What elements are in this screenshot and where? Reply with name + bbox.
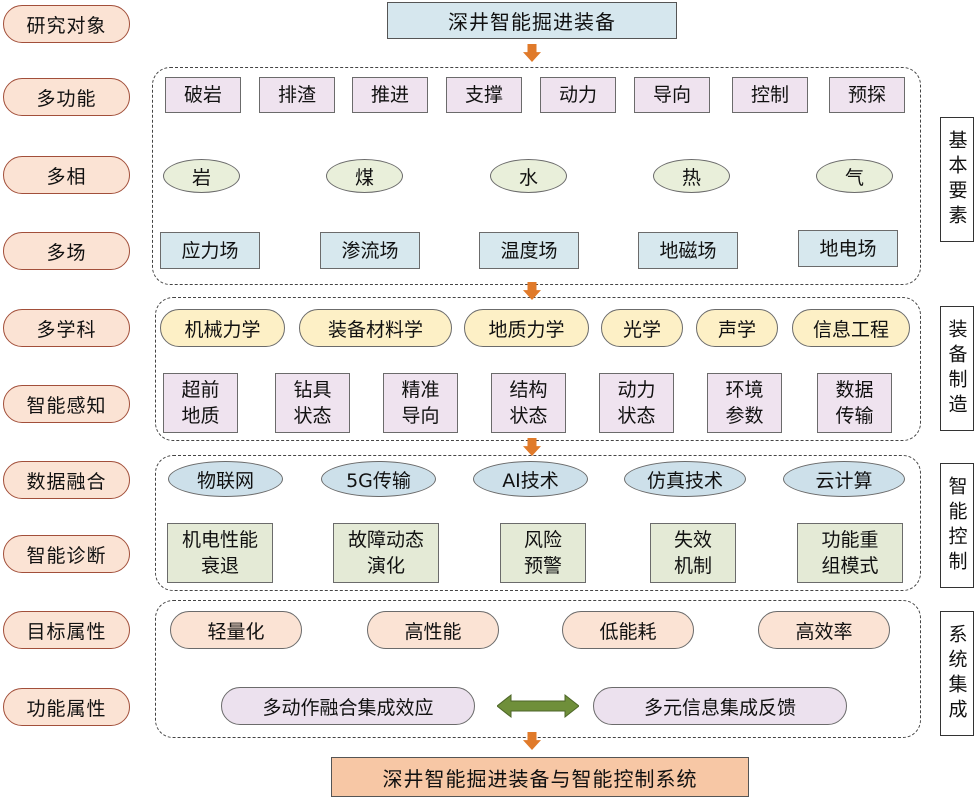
fusion-simulation: 仿真技术	[624, 461, 746, 497]
top-title: 深井智能掘进装备	[387, 2, 677, 39]
diagnosis-line: 衰退	[200, 555, 239, 577]
fusion-cloud: 云计算	[783, 461, 905, 497]
discipline-geomechanics: 地质力学	[464, 309, 589, 347]
diagnosis-fault-evolution: 故障动态演化	[333, 523, 439, 583]
sensing-drill-status: 钻具状态	[275, 373, 350, 433]
field-geomagnetic: 地磁场	[638, 232, 738, 269]
left-label-multi-discipline: 多学科	[3, 309, 130, 347]
right-label-equipment-manufacturing: 装备制造	[940, 306, 974, 431]
target-high-efficiency: 高效率	[758, 611, 890, 649]
diagnosis-risk-warning: 风险预警	[500, 523, 586, 583]
function-muck-removal: 排渣	[259, 77, 335, 113]
diagnosis-line: 功能重	[821, 529, 879, 551]
sensing-line: 状态	[293, 405, 332, 427]
diagnosis-line: 机电性能	[181, 529, 258, 551]
discipline-information-engineering: 信息工程	[792, 309, 910, 347]
discipline-optics: 光学	[601, 309, 683, 347]
diagnosis-line: 组模式	[821, 555, 879, 577]
function-propulsion: 推进	[352, 77, 428, 113]
phase-heat: 热	[653, 159, 730, 193]
diagnosis-line: 风险	[523, 529, 562, 551]
left-label-data-fusion: 数据融合	[3, 461, 130, 499]
sensing-line: 结构	[509, 379, 548, 401]
discipline-equipment-materials: 装备材料学	[299, 309, 452, 347]
sensing-line: 传输	[835, 405, 874, 427]
target-lightweight: 轻量化	[170, 611, 302, 649]
sensing-environment-params: 环境参数	[707, 373, 782, 433]
field-seepage: 渗流场	[320, 232, 420, 269]
field-stress: 应力场	[160, 232, 260, 269]
right-label-intelligent-control: 智能控制	[940, 463, 974, 588]
sensing-structure-status: 结构状态	[491, 373, 566, 433]
sensing-precise-guidance: 精准导向	[383, 373, 458, 433]
left-label-function-attributes: 功能属性	[3, 688, 130, 726]
group-intelligent-control	[155, 455, 921, 591]
left-label-multi-field: 多场	[3, 232, 130, 270]
sensing-line: 环境	[725, 379, 764, 401]
function-pre-exploration: 预探	[829, 77, 905, 113]
function-rock-breaking: 破岩	[165, 77, 241, 113]
function-attr-multi-action-fusion: 多动作融合集成效应	[221, 687, 475, 725]
function-attr-multi-info-feedback: 多元信息集成反馈	[593, 687, 847, 725]
left-label-multi-function: 多功能	[3, 78, 130, 116]
diagnosis-line: 演化	[366, 555, 405, 577]
sensing-line: 参数	[725, 405, 764, 427]
fusion-ai: AI技术	[473, 461, 588, 497]
phase-gas: 气	[816, 159, 893, 193]
phase-rock: 岩	[163, 159, 240, 193]
field-temperature: 温度场	[479, 232, 579, 269]
diagnosis-line: 预警	[523, 555, 562, 577]
sensing-line: 精准	[401, 379, 440, 401]
function-support: 支撑	[446, 77, 522, 113]
function-guidance: 导向	[634, 77, 710, 113]
sensing-line: 钻具	[293, 379, 332, 401]
field-geoelectric: 地电场	[798, 230, 898, 267]
sensing-line: 数据	[835, 379, 874, 401]
fusion-iot: 物联网	[168, 461, 283, 497]
left-label-multi-phase: 多相	[3, 156, 130, 194]
fusion-5g: 5G传输	[321, 461, 436, 497]
phase-water: 水	[490, 159, 567, 193]
sensing-line: 地质	[181, 405, 220, 427]
bottom-title: 深井智能掘进装备与智能控制系统	[331, 757, 749, 797]
discipline-acoustics: 声学	[696, 309, 778, 347]
double-arrow	[497, 693, 579, 719]
sensing-line: 动力	[617, 379, 656, 401]
right-label-system-integration: 系统集成	[940, 611, 974, 736]
diagnosis-performance-decline: 机电性能衰退	[167, 523, 273, 583]
sensing-power-status: 动力状态	[599, 373, 674, 433]
target-high-performance: 高性能	[367, 611, 499, 649]
left-label-target-attributes: 目标属性	[3, 611, 130, 649]
group-system-integration	[155, 600, 921, 738]
left-label-intelligent-diagnosis: 智能诊断	[3, 535, 130, 573]
right-label-basic-elements: 基本要素	[940, 117, 974, 242]
function-power: 动力	[540, 77, 616, 113]
left-label-research-object: 研究对象	[3, 5, 130, 43]
diagnosis-line: 失效	[673, 529, 712, 551]
sensing-data-transmission: 数据传输	[817, 373, 892, 433]
sensing-line: 超前	[181, 379, 220, 401]
sensing-line: 状态	[509, 405, 548, 427]
diagnosis-failure-mechanism: 失效机制	[650, 523, 736, 583]
function-control: 控制	[732, 77, 808, 113]
diagnosis-line: 故障动态	[347, 529, 424, 551]
left-label-intelligent-sensing: 智能感知	[3, 385, 130, 423]
group-equipment-manufacturing	[155, 297, 921, 441]
sensing-advance-geology: 超前地质	[163, 373, 238, 433]
target-low-energy: 低能耗	[562, 611, 694, 649]
sensing-line: 导向	[401, 405, 440, 427]
sensing-line: 状态	[617, 405, 656, 427]
double-arrow-shape	[497, 693, 579, 719]
arrow-down-1	[523, 44, 541, 62]
discipline-mechanics: 机械力学	[160, 309, 285, 347]
diagnosis-function-reconfiguration: 功能重组模式	[797, 523, 903, 583]
diagnosis-line: 机制	[673, 555, 712, 577]
phase-coal: 煤	[326, 159, 403, 193]
